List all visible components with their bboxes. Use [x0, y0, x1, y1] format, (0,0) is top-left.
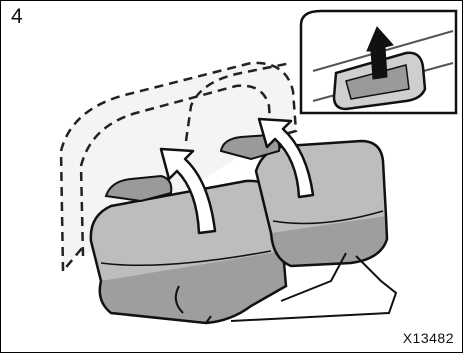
- seat-cushion-right: [256, 141, 387, 266]
- figure-code: X13482: [403, 330, 454, 346]
- step-number: 4: [11, 5, 23, 29]
- release-lever-inset: [301, 11, 456, 113]
